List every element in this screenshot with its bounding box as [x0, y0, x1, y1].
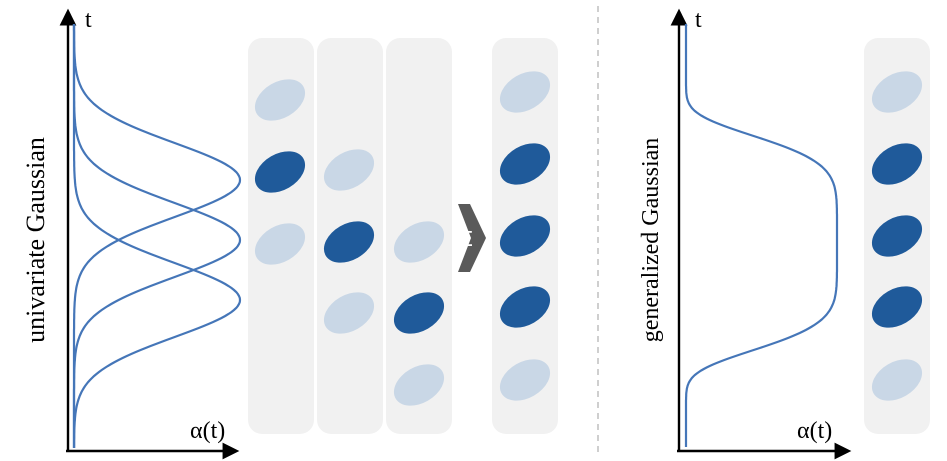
- sum-symbol: Σ: [461, 227, 474, 251]
- gaussian-curve-middle: [72, 24, 242, 448]
- ellipse-active: [393, 292, 445, 334]
- ellipse-active: [871, 143, 923, 185]
- ellipse-inactive: [499, 71, 551, 113]
- ellipse-active: [499, 286, 551, 328]
- right-side-label: generalized Gaussian: [638, 138, 664, 343]
- ellipse-inactive: [871, 359, 923, 401]
- right-section: generalized Gaussian t α(t): [638, 7, 930, 460]
- ellipse-inactive: [871, 71, 923, 113]
- ellipse-inactive: [254, 79, 306, 121]
- ellipse-inactive: [499, 359, 551, 401]
- gaussian-curve-top: [72, 24, 242, 448]
- ellipse-active: [871, 215, 923, 257]
- ellipse-active: [871, 286, 923, 328]
- left-x-axis-label: α(t): [190, 418, 225, 444]
- chevron-right-icon: [458, 204, 486, 272]
- left-y-axis-label: t: [85, 7, 92, 33]
- ellipse-active: [254, 151, 306, 193]
- ellipse-inactive: [323, 292, 375, 334]
- ellipse-active: [323, 221, 375, 263]
- left-side-label: univariate Gaussian: [21, 137, 50, 343]
- right-y-axis-label: t: [695, 7, 702, 33]
- gaussian-curve-bottom: [72, 24, 242, 448]
- ellipse-inactive: [254, 223, 306, 265]
- sum-arrow: Σ: [458, 204, 486, 272]
- generalized-gaussian-curve: [684, 24, 839, 447]
- ellipse-inactive: [323, 149, 375, 191]
- right-x-axis-label: α(t): [797, 418, 832, 444]
- ellipse-active: [499, 143, 551, 185]
- left-section: univariate Gaussian t α(t) Σ: [21, 7, 558, 460]
- ellipse-inactive: [393, 364, 445, 406]
- ellipse-active: [499, 215, 551, 257]
- ellipse-inactive: [393, 221, 445, 263]
